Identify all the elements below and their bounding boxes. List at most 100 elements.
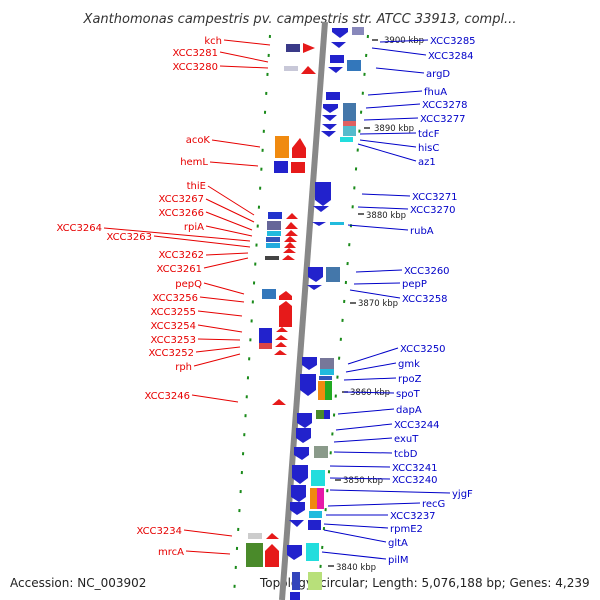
gene-label-xcc3255[interactable]: XCC3255 — [150, 307, 196, 318]
gene-label-mrca[interactable]: mrcA — [158, 547, 184, 558]
gene-label-tdcf[interactable]: tdcF — [418, 129, 440, 140]
gene-label-heml[interactable]: hemL — [180, 157, 208, 168]
gene-label-xcc3254[interactable]: XCC3254 — [150, 321, 196, 332]
gene-label-xcc3281[interactable]: XCC3281 — [172, 48, 218, 59]
gene-block-rpia — [266, 237, 280, 242]
gene-label-xcc3237[interactable]: XCC3237 — [390, 511, 436, 522]
gene-label-thie[interactable]: thiE — [187, 181, 206, 192]
gene-block-tcbd — [314, 446, 328, 458]
gene-block-xcc3266 — [267, 231, 281, 236]
gene-label-xcc3261[interactable]: XCC3261 — [156, 264, 202, 275]
gene-label-acok[interactable]: acoK — [186, 135, 211, 146]
gene-label-xcc3246[interactable]: XCC3246 — [144, 391, 190, 402]
gene-arrow-xcc3271 — [315, 182, 331, 206]
gene-label-xcc3260[interactable]: XCC3260 — [404, 266, 450, 277]
gene-label-rph[interactable]: rph — [175, 362, 192, 373]
gene-label-xcc3244[interactable]: XCC3244 — [394, 420, 440, 431]
gene-label-xcc3277[interactable]: XCC3277 — [420, 114, 466, 125]
gene-label-hisc[interactable]: hisC — [418, 143, 439, 154]
gene-block-mrca — [246, 543, 263, 567]
gene-label-glta[interactable]: gltA — [388, 538, 408, 549]
gene-label-xcc3284[interactable]: XCC3284 — [428, 51, 474, 62]
gene-label-xcc3252[interactable]: XCC3252 — [148, 348, 194, 359]
tick-label-3890: 3890 kbp — [374, 124, 414, 134]
gene-arrow-heml — [291, 162, 305, 173]
gene-block-gmk — [320, 369, 334, 375]
gene-block-pepq — [262, 289, 276, 299]
gene-arrow-xcc3270 — [313, 206, 329, 212]
gene-label-argd[interactable]: argD — [426, 69, 450, 80]
gene-label-xcc3280[interactable]: XCC3280 — [172, 62, 218, 73]
gene-arrow-xcc3280 — [301, 66, 316, 74]
gene-block-rpoz — [319, 376, 332, 380]
gene-label-pepq[interactable]: pepQ — [175, 279, 202, 290]
gene-block-xcc3240 — [311, 470, 325, 486]
tick-marks — [328, 39, 378, 567]
right-gene-labels: XCC3285 XCC3284 argD fhuA XCC3278 XCC327… — [321, 36, 476, 566]
gene-block-xcc3278 — [343, 103, 356, 121]
gene-label-xcc3278[interactable]: XCC3278 — [422, 100, 468, 111]
gene-label-gmk[interactable]: gmk — [398, 359, 420, 370]
gene-label-rpia[interactable]: rpiA — [184, 222, 204, 233]
gene-block-kch — [286, 44, 300, 52]
gene-arrow-xcc3246 — [272, 399, 286, 405]
gene-label-az1[interactable]: az1 — [418, 157, 436, 168]
gene-arrow-xcc3258 — [307, 285, 322, 290]
left-features — [246, 43, 316, 567]
gene-block-yjgf — [310, 488, 317, 509]
gene-label-kch[interactable]: kch — [204, 36, 222, 47]
gene-label-fhua[interactable]: fhuA — [424, 87, 447, 98]
gene-label-xcc3266[interactable]: XCC3266 — [158, 208, 204, 219]
gene-arrow-rpme2 — [289, 520, 304, 527]
gene-label-xcc3264[interactable]: XCC3264 — [56, 223, 102, 234]
gene-label-xcc3240[interactable]: XCC3240 — [392, 475, 438, 486]
gene-label-pilm[interactable]: pilM — [388, 555, 409, 566]
gene-arrow-acok — [292, 138, 306, 158]
gene-label-xcc3271[interactable]: XCC3271 — [412, 192, 458, 203]
gene-label-exut[interactable]: exuT — [394, 434, 419, 445]
gene-block-acok — [275, 136, 289, 158]
gene-label-xcc3253[interactable]: XCC3253 — [150, 335, 196, 346]
gene-block-xcc3264 — [266, 243, 280, 248]
gene-block-fhua — [326, 92, 340, 100]
gene-block-ruba — [330, 222, 344, 225]
gene-label-xcc3285[interactable]: XCC3285 — [430, 36, 476, 47]
gene-label-rpoz[interactable]: rpoZ — [398, 374, 422, 385]
gene-label-xcc3241[interactable]: XCC3241 — [392, 463, 438, 474]
gene-label-pepp[interactable]: pepP — [402, 279, 427, 290]
map-title: Xanthomonas campestris pv. campestris st… — [83, 12, 517, 27]
gene-label-xcc3263[interactable]: XCC3263 — [106, 232, 152, 243]
left-gene-labels: kch XCC3281 XCC3280 acoK hemL thiE XCC32… — [56, 36, 271, 558]
gene-label-recg[interactable]: recG — [422, 499, 445, 510]
gene-label-yjgf[interactable]: yjgF — [452, 489, 473, 500]
gene-label-xcc3262[interactable]: XCC3262 — [158, 250, 204, 261]
gene-label-xcc3258[interactable]: XCC3258 — [402, 294, 448, 305]
gene-label-xcc3270[interactable]: XCC3270 — [410, 205, 456, 216]
gene-arrow-xcc3255 — [279, 301, 292, 327]
gene-block-xcc3267 — [267, 221, 281, 230]
gene-block-heml — [274, 161, 288, 173]
gene-block-pilm — [306, 543, 319, 561]
gene-label-xcc3234[interactable]: XCC3234 — [136, 526, 182, 537]
gene-block-xcc3250 — [320, 358, 334, 369]
gc-dot-ring-left — [233, 34, 271, 596]
gene-label-spot[interactable]: spoT — [396, 389, 421, 400]
gene-block-xcc3237 — [309, 511, 322, 518]
gene-block-thie — [268, 212, 282, 219]
gene-label-ruba[interactable]: rubA — [410, 226, 434, 237]
gene-label-dapa[interactable]: dapA — [396, 405, 422, 416]
gene-arrow-rph — [274, 350, 287, 355]
gene-block-hisc — [340, 137, 353, 142]
gene-block-xcc3234 — [248, 533, 262, 539]
gene-block-xcc3253 — [259, 328, 272, 343]
gene-label-rpme2[interactable]: rpmE2 — [390, 524, 423, 535]
gene-block-glta — [308, 520, 321, 530]
gene-label-xcc3250[interactable]: XCC3250 — [400, 344, 446, 355]
gene-arrow-xcc3241 — [292, 465, 308, 484]
gene-block-spot — [318, 381, 325, 400]
gene-label-xcc3256[interactable]: XCC3256 — [152, 293, 198, 304]
gene-label-xcc3267[interactable]: XCC3267 — [158, 194, 204, 205]
gene-label-tcbd[interactable]: tcbD — [394, 449, 418, 460]
